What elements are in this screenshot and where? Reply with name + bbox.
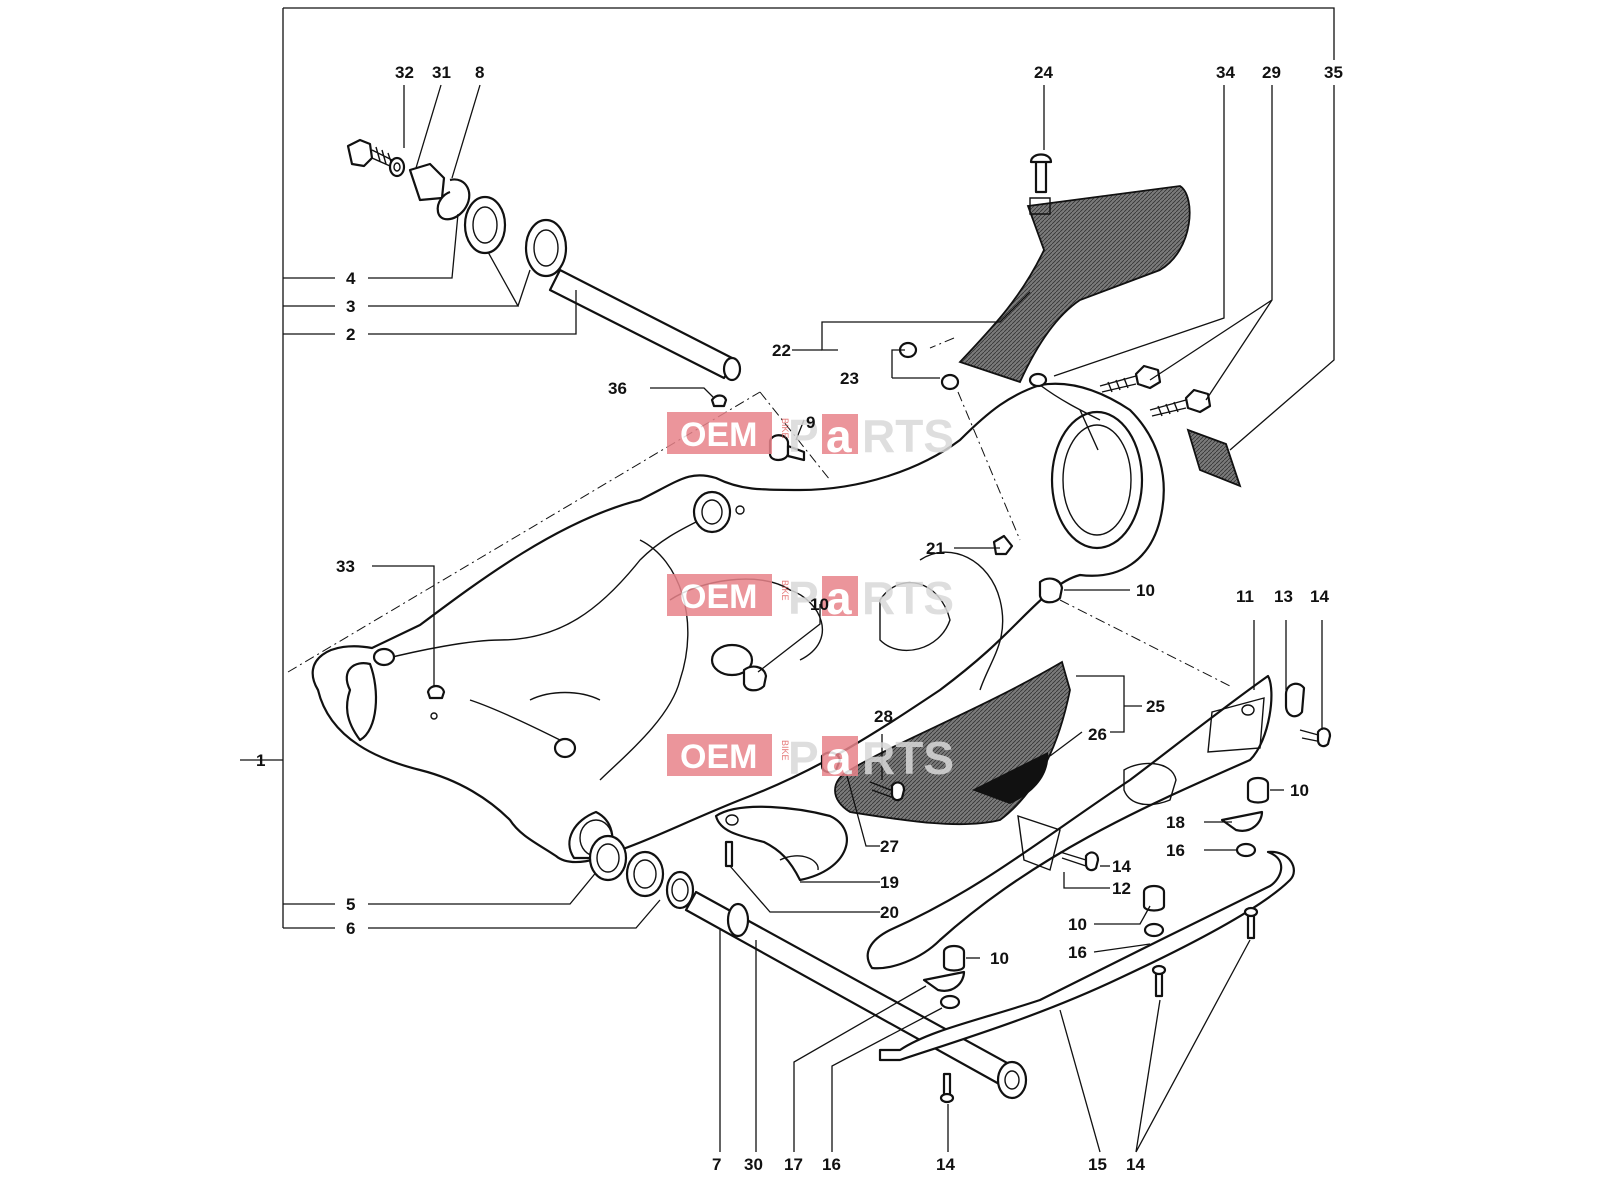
watermark-oem-text: OEM [680, 738, 757, 776]
swingarm-fasteners [372, 534, 1231, 720]
callout-14-bottom-left: 14 [936, 1155, 955, 1174]
watermark-top: OEM BIKE P a RTS [667, 410, 954, 462]
callout-35: 35 [1324, 63, 1343, 82]
callout-11: 11 [1236, 587, 1254, 606]
callout-18: 18 [1166, 813, 1185, 832]
watermark-p-text: P [788, 410, 819, 462]
callout-10-lower: 10 [1068, 915, 1087, 934]
callout-9: 9 [806, 413, 815, 432]
chain-slider-group [719, 620, 1332, 1153]
callout-1: 1 [256, 751, 265, 770]
watermark-p-text: P [788, 732, 819, 784]
watermark-rts-text: RTS [862, 572, 954, 624]
callout-32: 32 [395, 63, 414, 82]
callout-20: 20 [880, 903, 899, 922]
lower-bracket-group [714, 805, 880, 913]
callout-14-mid: 14 [1112, 857, 1131, 876]
callout-29: 29 [1262, 63, 1281, 82]
chain-guard-group [792, 85, 1191, 541]
callout-10-center: 10 [810, 595, 829, 614]
callout-10-slider: 10 [1290, 781, 1309, 800]
watermark-a-text: a [826, 572, 852, 624]
callout-10-right: 10 [1136, 581, 1155, 600]
callout-31: 31 [432, 63, 451, 82]
watermark-bike-text: BIKE [780, 418, 790, 439]
callout-26: 26 [1088, 725, 1107, 744]
callout-5: 5 [346, 895, 355, 914]
watermark-oem-text: OEM [680, 578, 757, 616]
upper-small-parts [287, 387, 831, 673]
assembly-bracket [282, 7, 1335, 928]
watermark-rts-text: RTS [862, 410, 954, 462]
callout-3: 3 [346, 297, 355, 316]
callout-30: 30 [744, 1155, 763, 1174]
callout-6: 6 [346, 919, 355, 938]
callout-16-lower: 16 [1068, 943, 1087, 962]
callout-12: 12 [1112, 879, 1131, 898]
callout-28: 28 [874, 707, 893, 726]
watermark-p-text: P [788, 572, 819, 624]
callout-13: 13 [1274, 587, 1293, 606]
callout-16-upper: 16 [1166, 841, 1185, 860]
callout-labels: 32 31 8 24 34 29 35 4 3 2 22 23 36 9 21 … [256, 63, 1343, 1174]
callout-25: 25 [1146, 697, 1165, 716]
heat-shield-group [820, 660, 1142, 847]
callout-15: 15 [1088, 1155, 1107, 1174]
callout-16-bottom: 16 [822, 1155, 841, 1174]
watermark-bike-text: BIKE [780, 580, 790, 601]
callout-14-bottom-right: 14 [1126, 1155, 1145, 1174]
watermark-middle: OEM BIKE P a RTS [667, 572, 954, 624]
callout-24: 24 [1034, 63, 1053, 82]
watermark-a-text: a [826, 732, 852, 784]
callout-8: 8 [475, 63, 484, 82]
callout-27: 27 [880, 837, 899, 856]
pivot-bolt-group [346, 138, 742, 382]
watermark-bottom: OEM BIKE P a RTS [667, 732, 954, 784]
callout-2: 2 [346, 325, 355, 344]
watermark-oem-text: OEM [680, 416, 757, 454]
callout-23: 23 [840, 369, 859, 388]
watermark-a-text: a [826, 410, 852, 462]
callout-7: 7 [712, 1155, 721, 1174]
right-top-parts [1053, 85, 1335, 488]
watermark-bike-text: BIKE [780, 740, 790, 761]
swingarm-body [311, 382, 1165, 864]
callout-17: 17 [784, 1155, 803, 1174]
callout-33: 33 [336, 557, 355, 576]
watermark-rts-text: RTS [862, 732, 954, 784]
callout-34: 34 [1216, 63, 1235, 82]
callout-4: 4 [346, 269, 356, 288]
callout-19: 19 [880, 873, 899, 892]
callout-14-top: 14 [1310, 587, 1329, 606]
callout-10-bottom: 10 [990, 949, 1009, 968]
callout-22: 22 [772, 341, 791, 360]
callout-21: 21 [926, 539, 945, 558]
callout-36: 36 [608, 379, 627, 398]
left-leaders [240, 84, 661, 929]
